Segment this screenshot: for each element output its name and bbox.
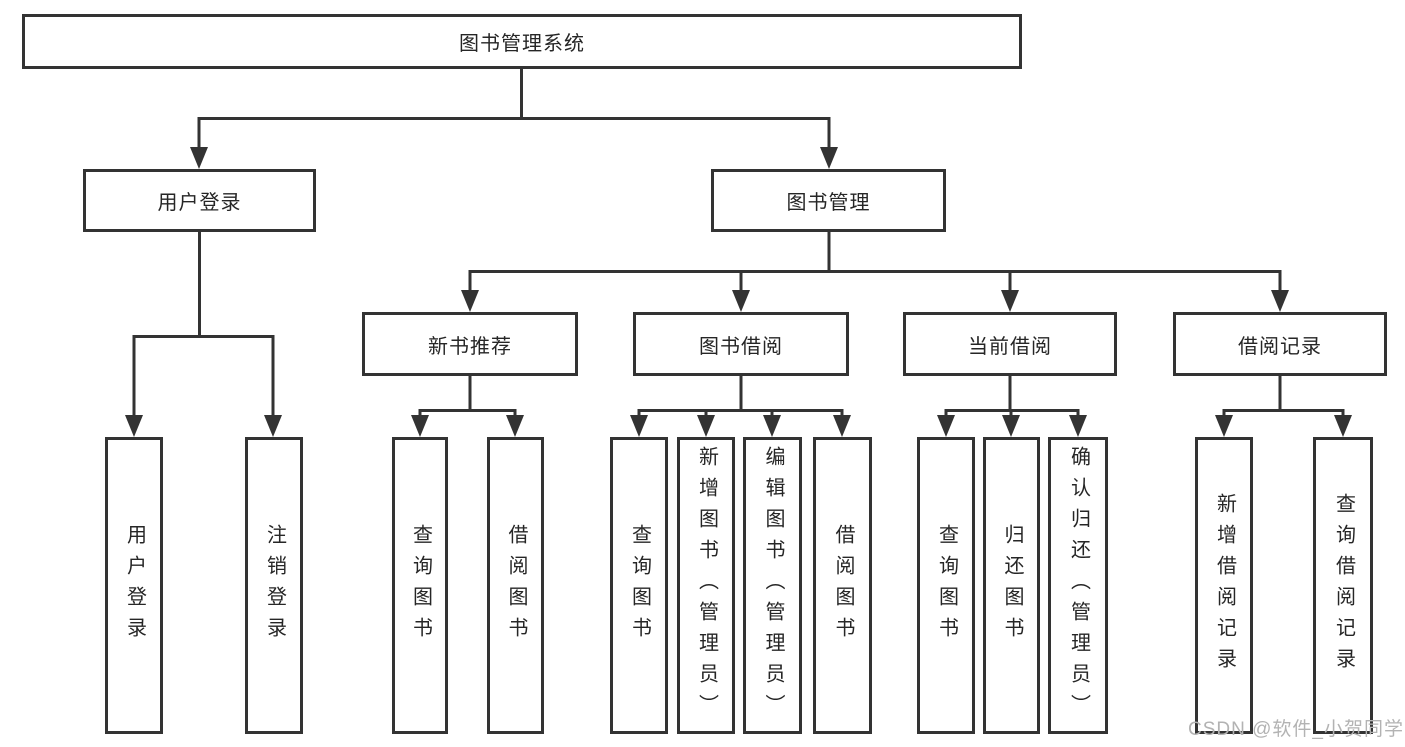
node-new-book-recommend: 新书推荐	[362, 312, 578, 376]
node-user-login: 用户登录	[83, 169, 316, 232]
arrow-down-icon	[1271, 290, 1289, 312]
leaf-query-books-recommend: 查询图书	[392, 437, 448, 734]
leaf-query-borrow-record: 查询借阅记录	[1313, 437, 1373, 734]
leaf-edit-books-admin: 编辑图书（管理员）	[743, 437, 802, 734]
arrow-down-icon	[190, 147, 208, 169]
arrow-down-icon	[1334, 415, 1352, 437]
arrow-down-icon	[1215, 415, 1233, 437]
node-label: 新书推荐	[428, 335, 512, 358]
leaf-label: 查询图书	[409, 523, 432, 648]
leaf-add-borrow-record: 新增借阅记录	[1195, 437, 1253, 734]
arrow-down-icon	[697, 415, 715, 437]
leaf-return-books: 归还图书	[983, 437, 1040, 734]
arrow-down-icon	[833, 415, 851, 437]
leaf-label: 查询图书	[628, 523, 651, 648]
arrow-down-icon	[937, 415, 955, 437]
leaf-query-books-borrowing: 查询图书	[610, 437, 668, 734]
arrow-down-icon	[506, 415, 524, 437]
node-root-library-system: 图书管理系统	[22, 14, 1022, 69]
node-book-borrowing: 图书借阅	[633, 312, 849, 376]
node-current-borrowing: 当前借阅	[903, 312, 1117, 376]
leaf-label: 用户登录	[123, 523, 146, 648]
leaf-label: 新增借阅记录	[1213, 492, 1236, 679]
leaf-add-books-admin: 新增图书（管理员）	[677, 437, 735, 734]
arrow-down-icon	[732, 290, 750, 312]
arrow-down-icon	[125, 415, 143, 437]
connector-path	[132, 69, 1345, 417]
leaf-user-login: 用户登录	[105, 437, 163, 734]
leaf-label: 注销登录	[263, 523, 286, 648]
leaf-label: 查询图书	[935, 523, 958, 648]
leaf-confirm-return-admin: 确认归还（管理员）	[1048, 437, 1108, 734]
arrow-down-icon	[1069, 415, 1087, 437]
arrow-down-icon	[763, 415, 781, 437]
node-label: 图书管理系统	[459, 33, 585, 55]
arrowheads	[125, 147, 1352, 437]
leaf-label: 借阅图书	[832, 523, 854, 648]
leaf-label: 归还图书	[1001, 523, 1023, 648]
leaf-query-books-current: 查询图书	[917, 437, 975, 734]
arrow-down-icon	[1001, 290, 1019, 312]
csdn-watermark: CSDN @软件_小贺同学	[1188, 719, 1404, 740]
node-label: 用户登录	[157, 192, 242, 214]
leaf-logout: 注销登录	[245, 437, 303, 734]
arrow-down-icon	[820, 147, 838, 169]
leaf-label: 借阅图书	[505, 523, 527, 648]
leaf-label: 新增图书（管理员）	[695, 446, 718, 725]
leaf-borrow-books-recommend: 借阅图书	[487, 437, 544, 734]
node-label: 借阅记录	[1238, 335, 1322, 358]
arrow-down-icon	[461, 290, 479, 312]
leaf-label: 编辑图书（管理员）	[762, 446, 784, 725]
node-label: 当前借阅	[968, 335, 1052, 358]
node-label: 图书借阅	[699, 335, 783, 358]
node-label: 图书管理	[786, 192, 871, 214]
node-book-management: 图书管理	[711, 169, 946, 232]
arrow-down-icon	[264, 415, 282, 437]
arrow-down-icon	[1002, 415, 1020, 437]
arrow-down-icon	[411, 415, 429, 437]
node-borrow-records: 借阅记录	[1173, 312, 1387, 376]
arrow-down-icon	[630, 415, 648, 437]
leaf-label: 查询借阅记录	[1332, 492, 1355, 679]
leaf-borrow-books-borrowing: 借阅图书	[813, 437, 872, 734]
leaf-label: 确认归还（管理员）	[1067, 446, 1090, 725]
